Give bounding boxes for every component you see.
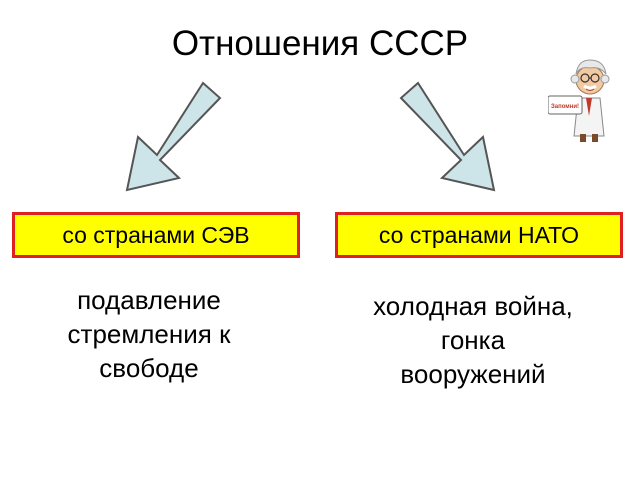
nato-label: со странами НАТО xyxy=(378,221,580,248)
sev-label: со странами СЭВ xyxy=(62,221,250,248)
arrow-right xyxy=(399,81,496,192)
nato-description: холодная война, гонка вооружений xyxy=(373,291,573,389)
arrow-left xyxy=(125,81,222,192)
diagram-title: Отношения СССР xyxy=(171,24,469,63)
nato-box: со странами НАТО xyxy=(335,212,623,258)
professor-mascot-icon: Запомни! xyxy=(548,59,610,142)
sev-box: со странами СЭВ xyxy=(12,212,300,258)
sev-description: подавление стремления к свободе xyxy=(67,285,231,383)
mascot-sign-text: Запомни! xyxy=(551,104,579,110)
